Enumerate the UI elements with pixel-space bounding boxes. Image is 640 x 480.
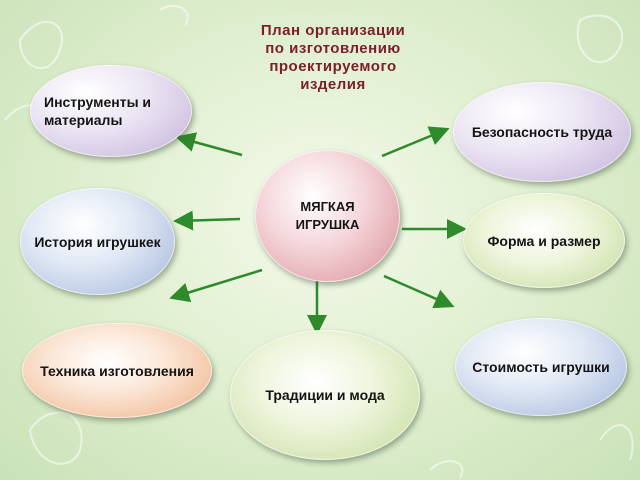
node-tools-materials: Инструменты и материалы (30, 65, 192, 157)
node-shape-size: Форма и размер (463, 193, 625, 288)
node-safety: Безопасность труда (453, 82, 631, 182)
node-history-label: История игрушкек (34, 233, 161, 250)
node-safety-label: Безопасность труда (471, 124, 613, 140)
arrow-to-tools (175, 132, 243, 157)
page-title: План организации по изготовлению проекти… (260, 22, 406, 93)
node-center-soft-toy: МЯГКАЯ ИГРУШКА (255, 150, 400, 282)
node-technique: Техника изготовления (22, 323, 212, 418)
node-technique-label: Техника изготовления (40, 362, 194, 379)
node-traditions-fashion: Традиции и мода (230, 330, 420, 460)
node-cost: Стоимость игрушки (455, 318, 627, 416)
node-cost-label: Стоимость игрушки (472, 359, 610, 375)
node-traditions-label: Традиции и мода (265, 387, 385, 403)
arrow-to-safety (381, 126, 450, 158)
arrow-to-cost (383, 274, 455, 309)
node-tools-label: Инструменты и материалы (44, 94, 152, 128)
node-history: История игрушкек (20, 188, 175, 295)
node-center-label: МЯГКАЯ ИГРУШКА (295, 199, 360, 232)
arrow-to-technique (169, 268, 263, 303)
arrow-to-history (173, 210, 241, 231)
node-shape-label: Форма и размер (487, 232, 601, 249)
